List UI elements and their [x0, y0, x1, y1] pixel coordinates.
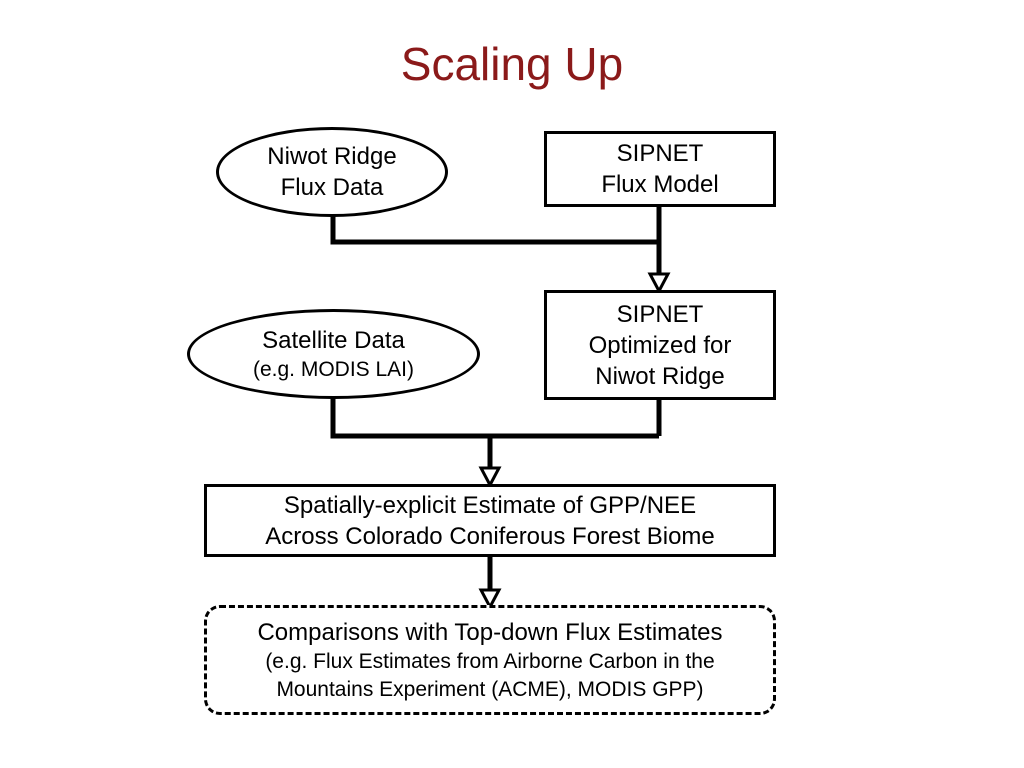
- node-label: Flux Model: [601, 171, 719, 198]
- node-label: Mountains Experiment (ACME), MODIS GPP): [276, 677, 704, 701]
- arrowhead-to-comparisons: [478, 588, 502, 611]
- node-label: (e.g. MODIS LAI): [252, 357, 415, 381]
- comparisons-node: Comparisons with Top-down Flux Estimates…: [204, 605, 776, 715]
- node-label: Spatially-explicit Estimate of GPP/NEE: [283, 491, 697, 519]
- satellite-data-node: Satellite Data (e.g. MODIS LAI): [187, 309, 480, 399]
- node-label: SIPNET: [616, 140, 704, 167]
- page-title: Scaling Up: [400, 38, 624, 90]
- sipnet-flux-model-node: SIPNET Flux Model: [544, 131, 776, 207]
- connector-satellite-to-merge: [330, 398, 659, 439]
- connector-niwot-to-merge: [330, 216, 659, 245]
- node-label: Satellite Data: [262, 326, 405, 354]
- node-label: (e.g. Flux Estimates from Airborne Carbo…: [265, 649, 715, 673]
- sipnet-optimized-node: SIPNET Optimized for Niwot Ridge: [544, 290, 776, 400]
- node-label: Across Colorado Coniferous Forest Biome: [265, 522, 715, 550]
- node-label: Niwot Ridge: [595, 362, 725, 390]
- node-label: Comparisons with Top-down Flux Estimates: [257, 618, 723, 646]
- node-label: Optimized for: [588, 331, 732, 359]
- spatial-estimate-node: Spatially-explicit Estimate of GPP/NEE A…: [204, 484, 776, 557]
- node-label: Flux Data: [280, 174, 384, 201]
- arrowhead-to-optimized: [647, 272, 671, 295]
- niwot-ridge-flux-data-node: Niwot Ridge Flux Data: [216, 127, 448, 217]
- node-label: SIPNET: [616, 300, 704, 328]
- node-label: Niwot Ridge: [267, 143, 397, 170]
- arrowhead-to-estimate: [478, 466, 502, 489]
